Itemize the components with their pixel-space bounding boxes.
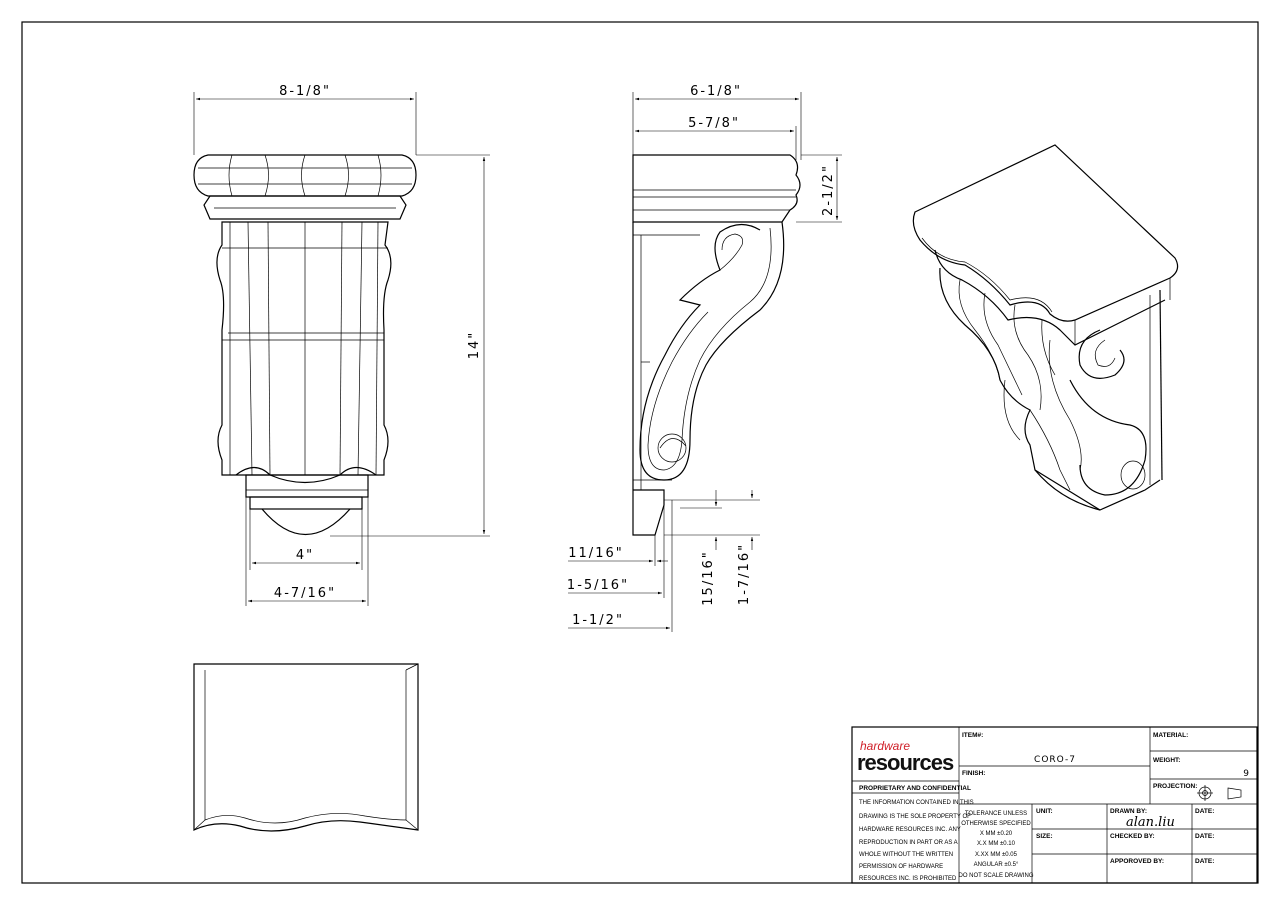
top-view (193, 663, 419, 832)
unit-label: UNIT: (1036, 808, 1053, 815)
tolerance-line-5: X.XX MM ±0.05 (975, 852, 1018, 858)
proprietary-heading: PROPRIETARY AND CONFIDENTIAL (859, 785, 971, 792)
date-label-2: DATE: (1195, 833, 1214, 840)
title-block: hardware resources PROPRIETARY AND CONFI… (851, 726, 1258, 884)
dim-side-bottom-h2: 1-7/16" (737, 543, 752, 605)
dim-side-bottom-a: 11/16" (568, 546, 623, 561)
dim-side-depth-inner: 5-7/8" (688, 116, 740, 131)
proprietary-line-2: DRAWING IS THE SOLE PROPERTY OF (859, 814, 971, 820)
tolerance-line-2: OTHERWISE SPECIFIED (961, 821, 1031, 827)
tolerance-line-1: TOLERANCE UNLESS (965, 811, 1027, 817)
item-value: CORO-7 (1034, 755, 1076, 765)
dim-front-bottom-outer: 4-7/16" (274, 586, 336, 601)
weight-label: WEIGHT: (1153, 757, 1180, 764)
sheet-border (21, 21, 1259, 884)
proprietary-line-5: WHOLE WITHOUT THE WRITTEN (859, 852, 953, 858)
side-dimensions: 6-1/8" 5-7/8" 2-1/2" 11/16" 1-5/16" 1-1/… (567, 84, 842, 632)
tolerance-line-4: X.X MM ±0.10 (977, 841, 1016, 847)
brand-logo-line1: hardware (860, 739, 910, 753)
isometric-view (912, 144, 1179, 511)
front-dimensions: 8-1/8" 14" 4" 4-7/16" (193, 84, 490, 606)
tolerance-line-6: ANGULAR ±0.5° (974, 862, 1019, 868)
proprietary-line-3: HARDWARE RESOURCES INC. ANY (859, 827, 961, 833)
projection-icon (1197, 785, 1242, 801)
tolerance-line-7: DO NOT SCALE DRAWING (958, 873, 1033, 879)
front-view (193, 154, 417, 535)
brand-logo-line2: resources (857, 750, 954, 775)
projection-label: PROJECTION: (1153, 783, 1197, 790)
tolerance-line-3: X MM ±0.20 (980, 831, 1013, 837)
finish-label: FINISH: (962, 770, 985, 777)
dim-front-bottom-inner: 4" (296, 548, 314, 563)
material-label: MATERIAL: (1153, 732, 1188, 739)
date-label-3: DATE: (1195, 858, 1214, 865)
dim-side-depth-total: 6-1/8" (690, 84, 742, 99)
dim-side-bottom-c: 1-1/2" (572, 613, 624, 628)
item-label: ITEM#: (962, 732, 983, 739)
dim-front-width: 8-1/8" (279, 84, 331, 99)
date-label-1: DATE: (1195, 808, 1214, 815)
weight-value: 9 (1243, 769, 1250, 779)
dim-front-height: 14" (467, 331, 482, 360)
side-view (632, 154, 801, 536)
dim-side-bottom-h1: 15/16" (701, 550, 716, 605)
dim-side-bottom-b: 1-5/16" (567, 578, 629, 593)
drawn-by-label: DRAWN BY: (1110, 808, 1147, 815)
proprietary-line-6: PERMISSION OF HARDWARE (859, 864, 943, 870)
drawn-by-signature: alan.liu (1126, 815, 1175, 830)
dim-side-top-height: 2-1/2" (821, 164, 836, 216)
approved-by-label: APPOROVED BY: (1110, 858, 1164, 865)
proprietary-line-7: RESOURCES INC. IS PROHIBITED (859, 876, 957, 882)
checked-by-label: CHECKED BY: (1110, 833, 1155, 840)
proprietary-line-1: THE INFORMATION CONTAINED IN THIS (859, 800, 974, 806)
proprietary-line-4: REPRODUCTION IN PART OR AS A (859, 840, 958, 846)
size-label: SIZE: (1036, 833, 1053, 840)
